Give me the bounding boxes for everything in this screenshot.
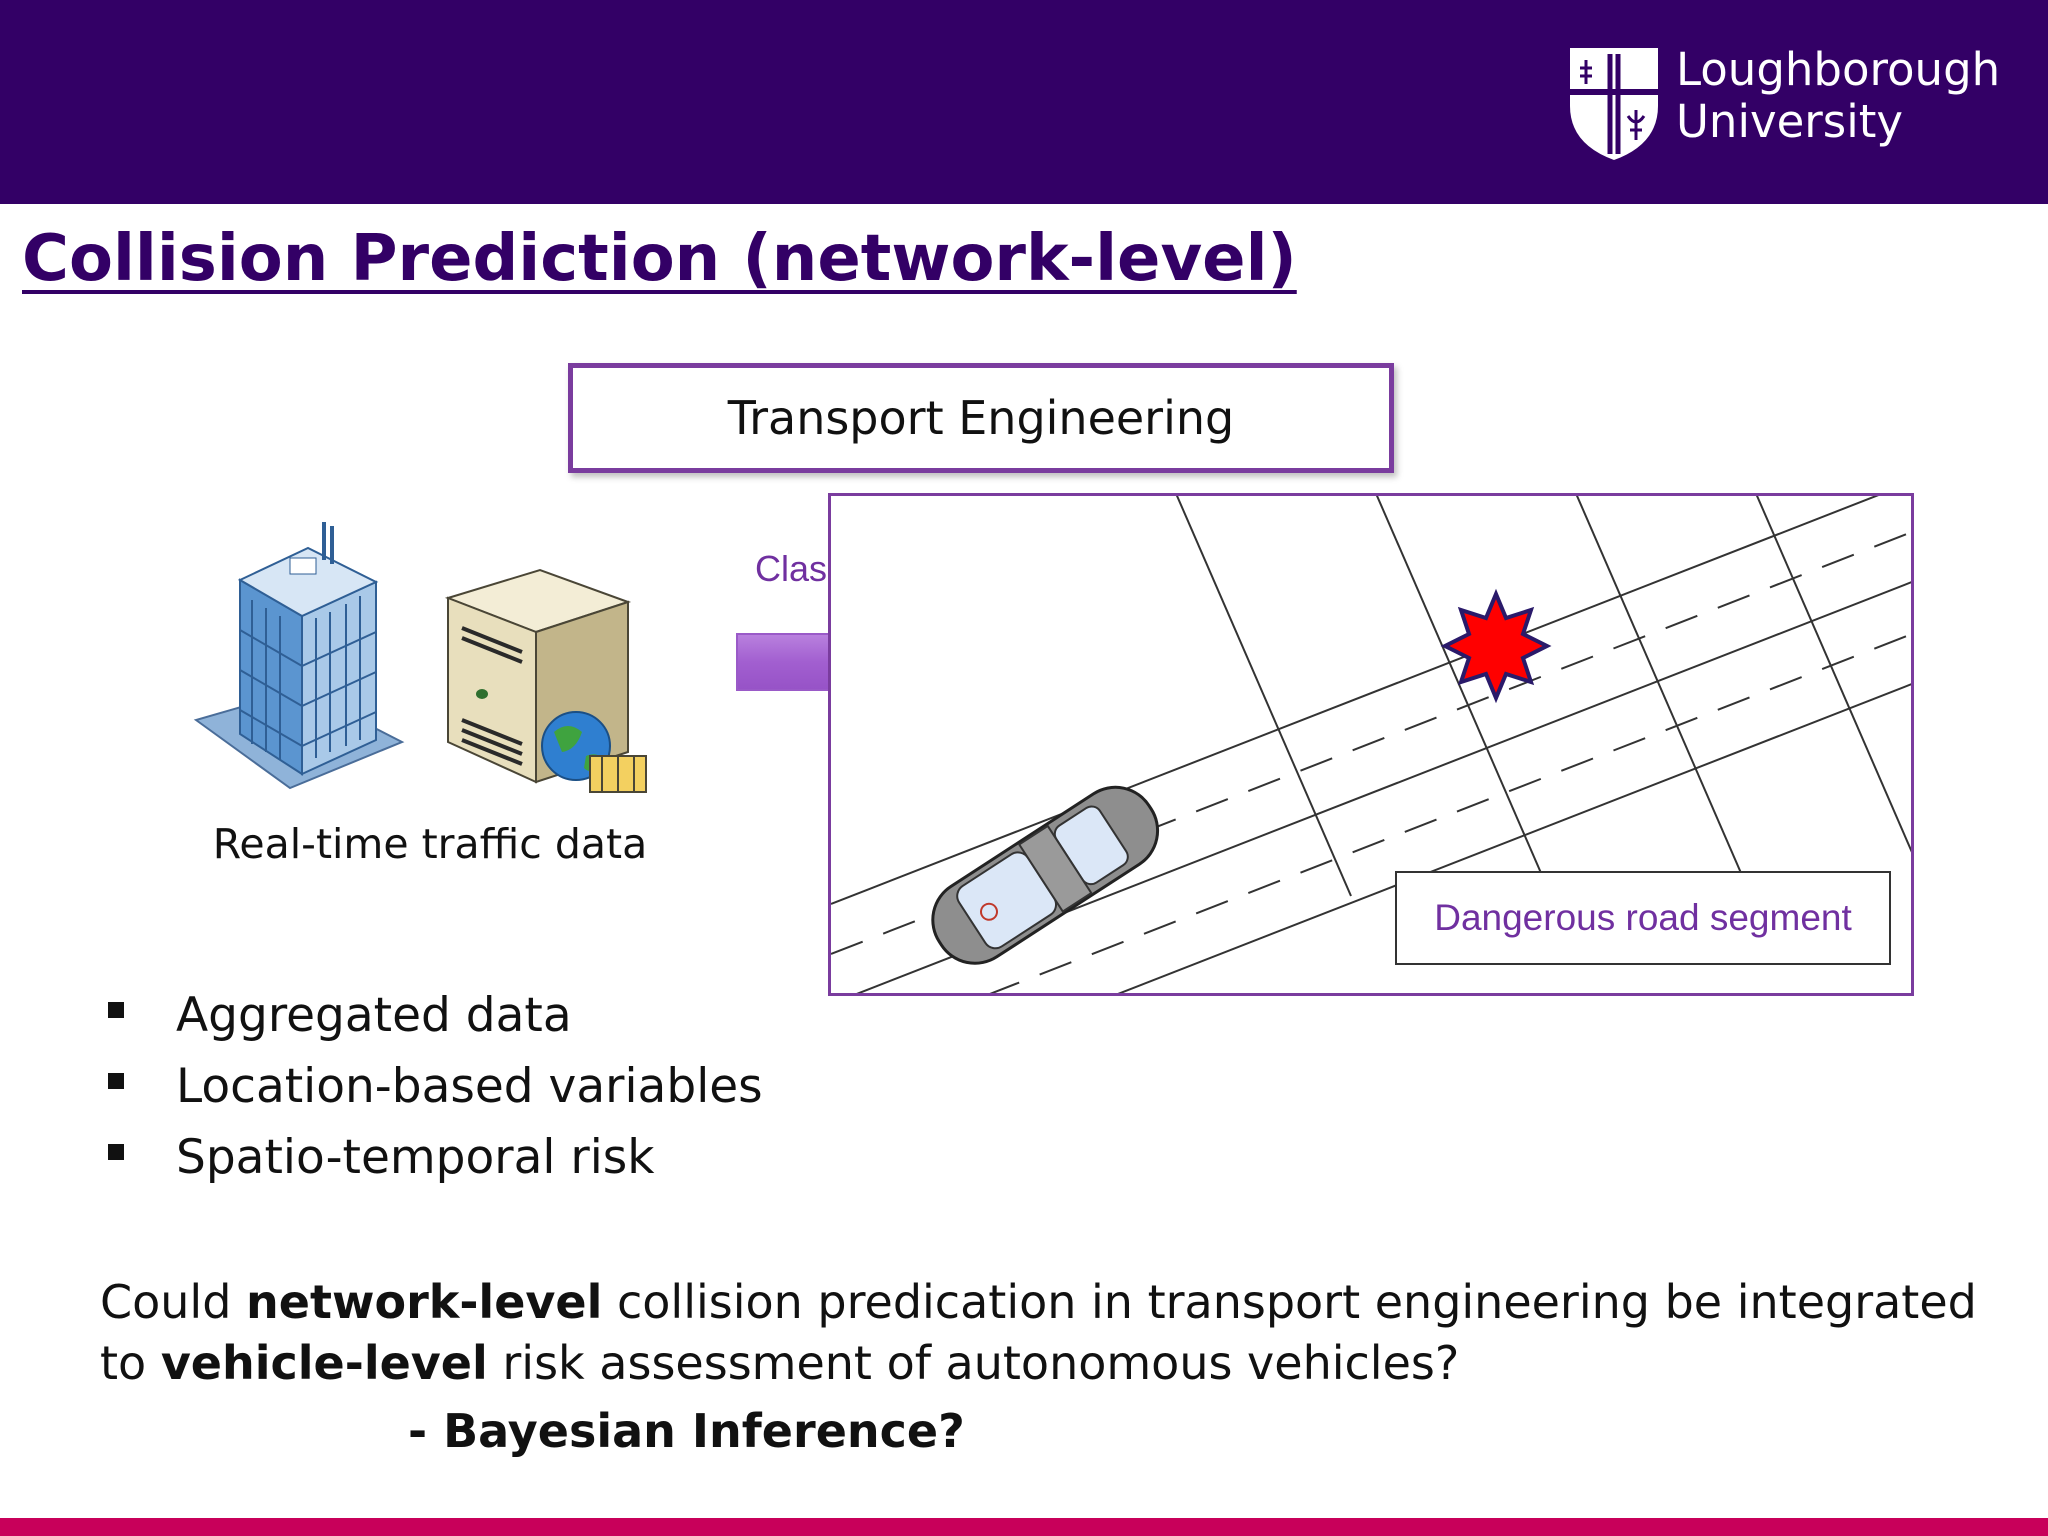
road-illustration (831, 496, 1911, 993)
car-icon (931, 785, 1160, 965)
question-part-3: risk assessment of autonomous vehicles? (487, 1336, 1460, 1390)
question-part-2: collision predication in transport engin… (100, 1275, 1977, 1390)
collision-star-icon (1440, 588, 1552, 704)
traffic-data-icons (193, 522, 647, 793)
transport-engineering-box: Transport Engineering (568, 363, 1394, 473)
footer-bar (0, 1518, 2048, 1536)
list-item: Spatio-temporal risk (100, 1122, 763, 1193)
header-bar: Loughborough University (0, 0, 2048, 204)
bullet-list: Aggregated data Location-based variables… (100, 980, 763, 1193)
research-question: Could network-level collision predicatio… (100, 1272, 2000, 1394)
logo-line-2: University (1676, 95, 1903, 148)
bullet-text: Aggregated data (176, 988, 572, 1043)
bullet-square-icon (108, 1144, 124, 1160)
bayesian-inference-subquestion: - Bayesian Inference? (408, 1404, 965, 1458)
list-item: Location-based variables (100, 1051, 763, 1122)
slide-title: Collision Prediction (network-level) (22, 222, 1297, 296)
question-bold-network-level: network-level (246, 1275, 603, 1329)
traffic-data-caption: Real-time traffic data (212, 820, 648, 868)
list-item: Aggregated data (100, 980, 763, 1051)
bullet-text: Spatio-temporal risk (176, 1130, 655, 1185)
question-bold-vehicle-level: vehicle-level (160, 1336, 488, 1390)
server-globe-icon (444, 568, 647, 793)
university-crest-icon (1570, 48, 1658, 160)
logo-text: Loughborough University (1676, 44, 2000, 148)
university-logo: Loughborough University (1566, 44, 2006, 162)
bullet-square-icon (108, 1002, 124, 1018)
bullet-square-icon (108, 1073, 124, 1089)
dangerous-road-segment-label: Dangerous road segment (1395, 871, 1891, 965)
question-part-1: Could (100, 1275, 247, 1329)
bullet-text: Location-based variables (176, 1059, 763, 1114)
logo-line-1: Loughborough (1676, 43, 2001, 96)
office-building-icon (193, 522, 405, 790)
